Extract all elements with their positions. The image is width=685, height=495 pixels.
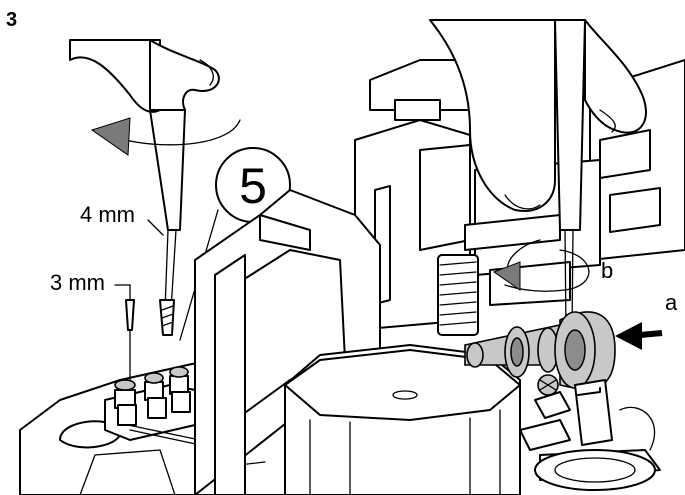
label-4mm: 4 mm xyxy=(80,202,135,227)
valve-fitting xyxy=(519,379,661,491)
right-hand xyxy=(429,19,647,212)
label-b: b xyxy=(601,258,613,283)
screwdriver-3mm xyxy=(114,284,135,381)
push-arrow-a-icon xyxy=(615,322,663,350)
rotation-arrow-left-icon xyxy=(90,117,241,156)
screwdriver-right xyxy=(554,19,586,331)
terminal-block xyxy=(104,366,206,447)
label-a: a xyxy=(665,290,678,315)
label-3mm: 3 mm xyxy=(50,270,105,295)
callout-5: 5 xyxy=(179,147,291,341)
shaft-gear-assembly xyxy=(464,311,616,419)
central-block xyxy=(194,189,381,495)
callout-number: 5 xyxy=(239,158,267,214)
rotation-arrow-b-icon xyxy=(492,239,590,292)
step-number: 3 xyxy=(6,9,17,31)
motor-cylinder xyxy=(284,344,521,495)
left-hand xyxy=(69,39,220,113)
